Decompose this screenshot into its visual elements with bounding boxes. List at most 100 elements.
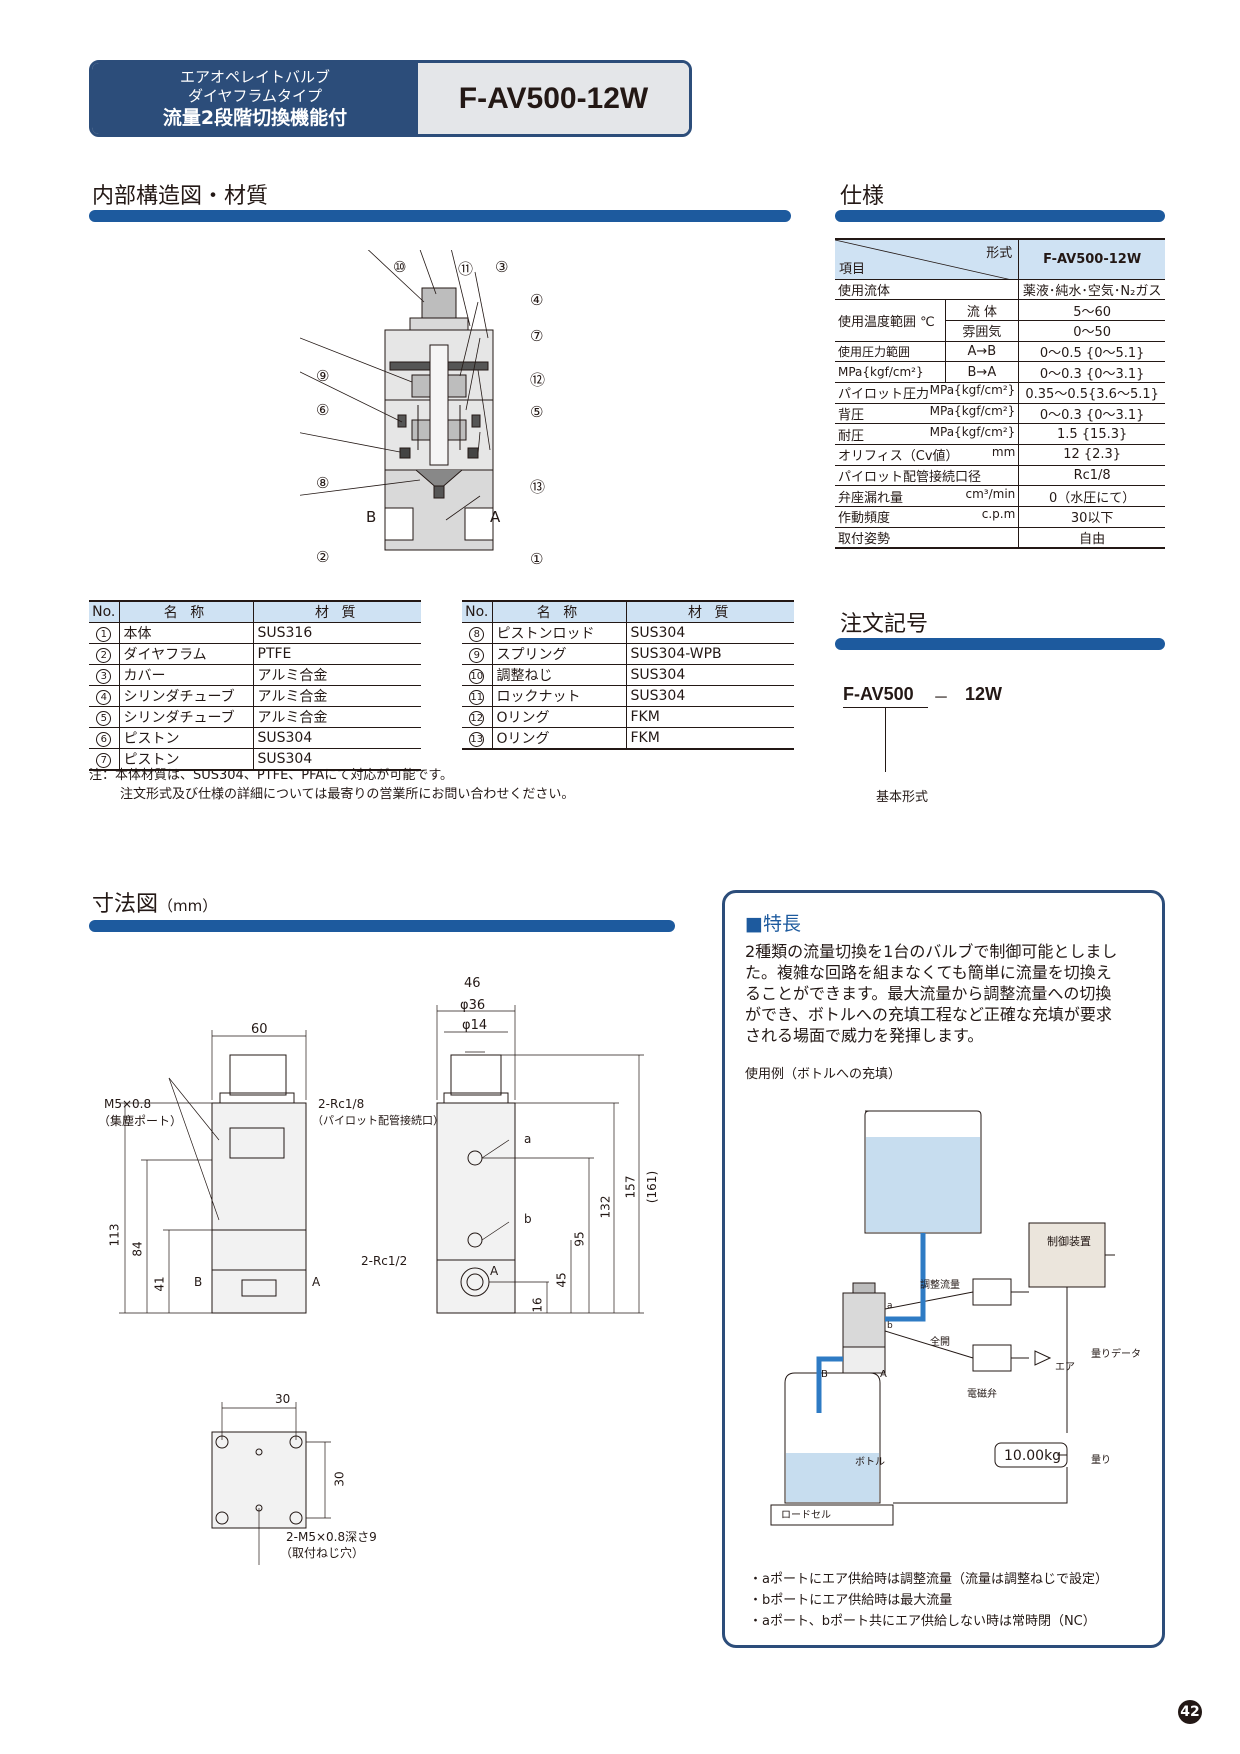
spec-orifice-label: オリフィス（Cv値） [838,449,959,465]
order-base-label: 基本形式 [876,790,929,805]
parts-name: ピストン [119,727,254,749]
dimension-drawing [119,1005,644,1565]
spec-back-value: 0〜0.3 {0〜3.1} [1018,403,1165,425]
dim-exhaust-label: （集塵ポート） [98,1114,183,1128]
usage-notes: ・aポートにエア供給時は調整流量（流量は調整ねじで設定） ・bポートにエア供給時… [749,1569,1108,1632]
dimension-unit: （mm） [158,897,218,915]
spec-press-ab-label: A→B [944,341,1019,363]
spec-orifice-row: オリフィス（Cv値） mm [835,444,1019,466]
callout-13: ⑬ [530,478,546,496]
usage-full-open: 全開 [930,1337,950,1348]
spec-proof-value: 1.5 {15.3} [1018,423,1165,445]
parts-name: ピストン [119,748,254,771]
spec-press-ba-label: B→A [944,361,1019,383]
parts-no: 7 [96,752,112,768]
spec-press-label2: MPa{kgf/cm²} [835,361,945,383]
header-line1: エアオペレイトバルブ [179,68,330,86]
parts-no-cell: 7 [89,748,120,771]
parts-name: Oリング [492,727,627,750]
usage-scale: 量り [1091,1455,1111,1466]
spec-orifice-unit: mm [991,445,1016,460]
spec-temp-fluid-value: 5〜60 [1018,299,1165,321]
spec-fluid-value: 薬液･純水･空気･N₂ガス [1018,279,1165,301]
spec-temp-amb-value: 0〜50 [1018,320,1165,342]
spec-mount-label: 取付姿勢 [835,527,1019,549]
parts-note-1: 注：本体材質は、SUS304、PTFE、PFAにて対応が可能です。 [89,768,454,783]
dimension-title: 寸法図（mm） [92,886,217,918]
structure-bar [89,210,791,222]
spec-orifice-value: 12 {2.3} [1018,444,1165,466]
callout-10: ⑩ [393,258,407,276]
features-title: ■特長 [745,913,801,935]
features-line: ることができます。最大流量から調整流量への切換 [745,984,1112,1003]
page-number: 42 [1178,1700,1202,1724]
parts-no-cell: 4 [89,685,120,707]
dimension-title-text: 寸法図 [92,892,159,917]
callout-1: ① [530,550,544,568]
parts-no-cell: 5 [89,706,120,728]
spec-temp-amb-label: 雰囲気 [944,320,1019,342]
spec-pilot-unit: MPa{kgf/cm²} [929,383,1016,398]
parts-material: アルミ合金 [253,706,421,728]
order-suffix: 12W [965,684,1003,704]
spec-proof-label: 耐圧 [838,428,865,444]
parts-no: 5 [96,710,112,726]
dim-pilot-label: （パイロット配管接続口） [312,1114,444,1127]
parts-name: ロックナット [492,685,627,707]
header-badge: エアオペレイトバルブ ダイヤフラムタイプ 流量2段階切換機能付 F-AV500-… [89,60,692,137]
parts-no: 13 [469,731,485,747]
parts-head-material: 材 質 [626,600,794,623]
parts-material: FKM [626,727,794,750]
parts-no: 2 [96,647,112,663]
parts-name: 調整ねじ [492,664,627,686]
spec-leak-value: 0（水圧にて） [1018,485,1165,508]
parts-material: SUS316 [253,622,421,644]
usage-note: ・aポートにエア供給時は調整流量（流量は調整ねじで設定） [749,1572,1108,1587]
parts-head-material: 材 質 [253,600,421,623]
dim-h113: 113 [107,1223,122,1247]
spec-head-diagonal [835,240,1012,280]
header-category: エアオペレイトバルブ ダイヤフラムタイプ 流量2段階切換機能付 [92,63,418,134]
spec-title: 仕様 [840,184,885,209]
parts-material: アルミ合金 [253,685,421,707]
parts-no-cell: 8 [462,622,493,644]
dim-bottom-screw: 2-M5×0.8深さ9 [286,1530,377,1544]
dim-h84: 84 [130,1241,145,1257]
spec-table: 形式 項目 F-AV500-12W 使用流体 薬液･純水･空気･N₂ガス 使用温… [835,238,1165,549]
spec-back-unit: MPa{kgf/cm²} [929,403,1016,418]
usage-weight-data: 量りデータ [1091,1349,1141,1360]
spec-head-type: 形式 [986,246,1013,261]
spec-leak-unit: cm³/min [965,486,1016,501]
order-base: F-AV500 [843,684,914,704]
usage-port-b: b [887,1321,893,1331]
parts-name: Oリング [492,706,627,728]
features-description: 2種類の流量切換を1台のバルブで制御可能としまし た。複雑な回路を組まなくても簡… [745,941,1155,1046]
parts-no-cell: 10 [462,664,493,686]
parts-no-cell: 2 [89,643,120,665]
dimension-bar [89,920,675,932]
usage-scale-display: 10.00kg [1004,1448,1062,1464]
parts-head-no: No. [462,600,493,623]
parts-no: 6 [96,731,112,747]
dim-exhaust-port: M5×0.8 [104,1097,152,1111]
callout-11: ⑪ [458,260,474,278]
dim-main-port: 2-Rc1/2 [361,1254,408,1268]
order-dash: － [933,688,950,707]
dim-front-width: 60 [251,1022,268,1037]
spec-freq-label: 作動頻度 [838,511,891,527]
usage-air: エア [1055,1362,1075,1373]
parts-name: ピストンロッド [492,622,627,644]
parts-no: 3 [96,668,112,684]
dim-front-port-b: B [194,1275,203,1289]
parts-material: アルミ合金 [253,664,421,686]
parts-head-name: 名 称 [119,600,254,623]
